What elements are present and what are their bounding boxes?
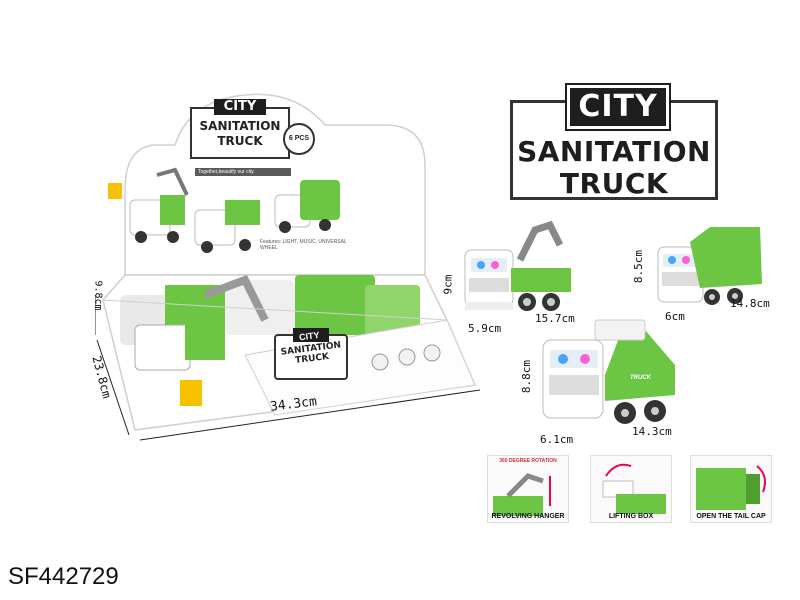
features-text: Features: LIGHT, MUSIC, UNIVERSAL WHEEL <box>260 239 347 251</box>
feature-lifting-box-label: LIFTING BOX <box>608 513 654 520</box>
skip-truck-illustration <box>542 319 675 424</box>
title-line2: SANITATION <box>517 135 711 168</box>
compactor-width-dim: 6cm <box>665 310 685 323</box>
compactor-length-dim: 14.8cm <box>730 297 770 310</box>
front-logo: CITY SANITATION TRUCK <box>275 330 350 384</box>
skip-length-dim: 14.3cm <box>632 425 672 438</box>
display-box-illustration <box>94 93 481 441</box>
feature-caption: 360 DEGREE ROTATION <box>499 458 557 464</box>
crane-height-dim: 9cm <box>441 274 455 295</box>
title-city: CITY <box>565 83 671 131</box>
crane-truck-illustration <box>464 220 571 311</box>
tail-cap-icon <box>696 465 766 510</box>
feature-lifting-box <box>590 455 672 523</box>
back-panel-trucks <box>129 167 340 253</box>
feature-tail-cap <box>690 455 772 523</box>
compactor-height-dim: 8.5cm <box>632 249 646 284</box>
display-box: CITY SANITATION TRUCK 6 PCS Together,bea… <box>89 85 485 445</box>
compactor-truck-illustration <box>657 227 762 305</box>
box-height-dim: 9.8cm <box>92 280 104 311</box>
crane-length-dim: 15.7cm <box>535 312 575 325</box>
skip-width-dim: 6.1cm <box>540 433 574 446</box>
sku-label: SF442729 <box>8 563 119 590</box>
feature-revolving-hanger: 360 DEGREE ROTATION <box>487 455 569 523</box>
box-logo: CITY SANITATION TRUCK <box>190 99 290 159</box>
pcs-badge: 6 PCS <box>283 123 315 155</box>
box-logo-city: CITY <box>214 99 266 115</box>
box-logo-line2: SANITATION <box>199 119 281 133</box>
slogan: Together,beautify our city. <box>195 168 291 176</box>
skip-height-dim: 8.8cm <box>520 359 534 394</box>
feature-tail-cap-label: OPEN THE TAIL CAP <box>696 513 766 520</box>
title-line3: TRUCK <box>559 167 669 200</box>
box-logo-line3: TRUCK <box>217 134 263 148</box>
boxed-trucks <box>120 274 420 371</box>
hanger-icon <box>493 473 551 516</box>
lifting-box-icon <box>602 463 666 514</box>
title-logo: CITY SANITATION TRUCK <box>510 83 718 200</box>
crane-width-dim: 5.9cm <box>468 322 502 335</box>
skip-door-text: TRUCK <box>630 375 651 381</box>
feature-revolving-hanger-label: REVOLVING HANGER <box>491 513 565 520</box>
